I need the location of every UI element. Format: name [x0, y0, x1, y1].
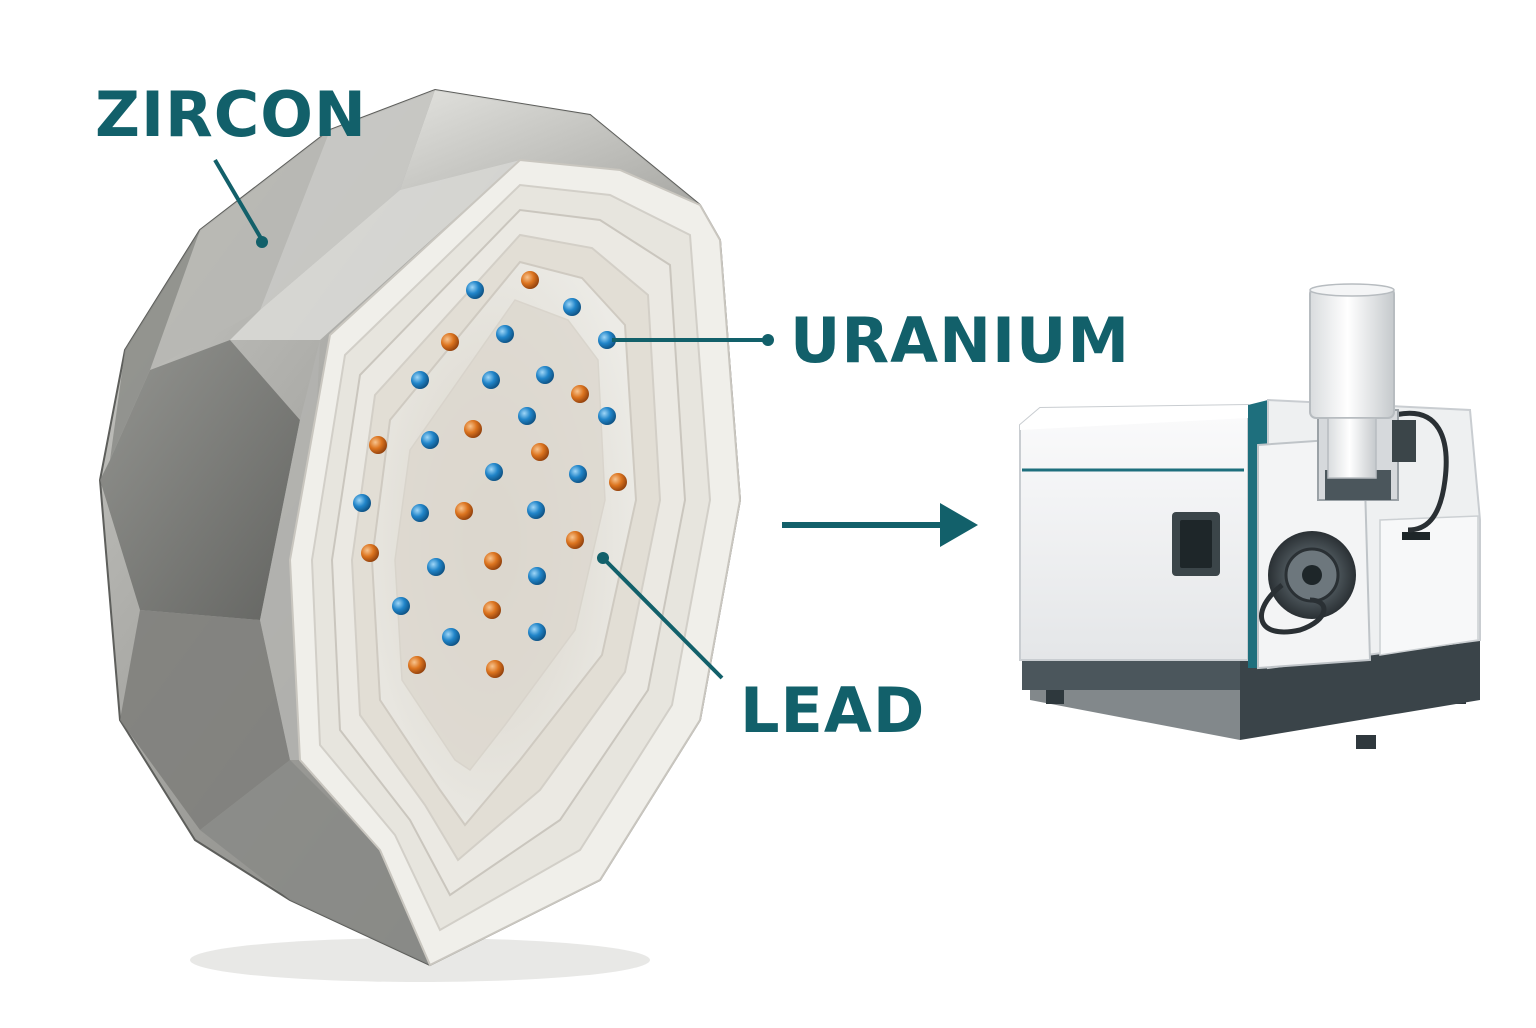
uranium-atom [485, 463, 503, 481]
uranium-atom [427, 558, 445, 576]
lead-atom [441, 333, 459, 351]
lead-atom [484, 552, 502, 570]
uranium-atom [442, 628, 460, 646]
uranium-atom [528, 623, 546, 641]
mass-spectrometer-icon [1019, 283, 1481, 749]
lead-atom [483, 601, 501, 619]
uranium-atom [563, 298, 581, 316]
lead-atom [609, 473, 627, 491]
uranium-atom [527, 501, 545, 519]
zircon-leader-dot [256, 236, 268, 248]
lead-atom [464, 420, 482, 438]
lead-leader-line [603, 558, 724, 680]
uranium-atom [353, 494, 371, 512]
uranium-atom [411, 371, 429, 389]
uranium-atom [518, 407, 536, 425]
lead-atom [566, 531, 584, 549]
lead-atom [531, 443, 549, 461]
zircon-crystal-icon [98, 88, 742, 982]
uranium-atom [482, 371, 500, 389]
uranium-atom [528, 567, 546, 585]
uranium-atom [536, 366, 554, 384]
zircon-leader-line [213, 158, 264, 242]
uranium-atom [392, 597, 410, 615]
uranium-atom [421, 431, 439, 449]
lead-atom [571, 385, 589, 403]
lead-leader-dot [597, 552, 609, 564]
uranium-atom [496, 325, 514, 343]
arrow-right-icon [782, 503, 978, 547]
uranium-atom [466, 281, 484, 299]
leader-lines [213, 158, 774, 680]
zircon-label: ZIRCON [95, 78, 367, 151]
lead-atom [361, 544, 379, 562]
uranium-label: URANIUM [790, 304, 1131, 377]
lead-atom [408, 656, 426, 674]
atom-cluster [353, 271, 627, 678]
uranium-atom [598, 331, 616, 349]
uranium-leader-dot [762, 334, 774, 346]
uranium-atom [569, 465, 587, 483]
lead-atom [369, 436, 387, 454]
lead-atom [486, 660, 504, 678]
lead-label: LEAD [740, 674, 926, 747]
lead-atom [455, 502, 473, 520]
uranium-atom [598, 407, 616, 425]
uranium-atom [411, 504, 429, 522]
lead-atom [521, 271, 539, 289]
